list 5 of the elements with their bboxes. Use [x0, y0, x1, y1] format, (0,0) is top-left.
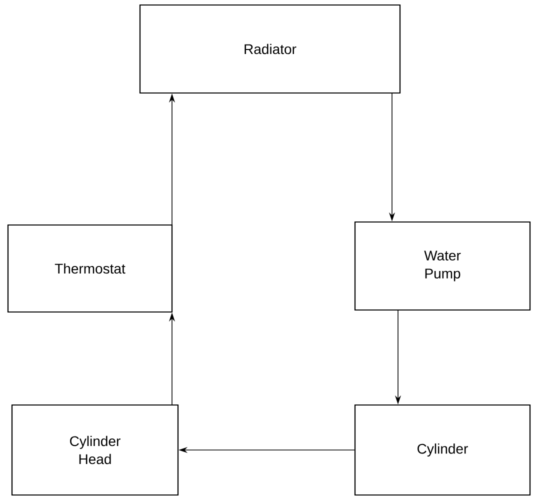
process-box: Thermostat — [7, 224, 173, 313]
process-box: Radiator — [139, 4, 401, 94]
process-box: Water Pump — [354, 221, 531, 311]
process-box: Cylinder — [354, 404, 531, 496]
process-box: Cylinder Head — [11, 404, 179, 496]
